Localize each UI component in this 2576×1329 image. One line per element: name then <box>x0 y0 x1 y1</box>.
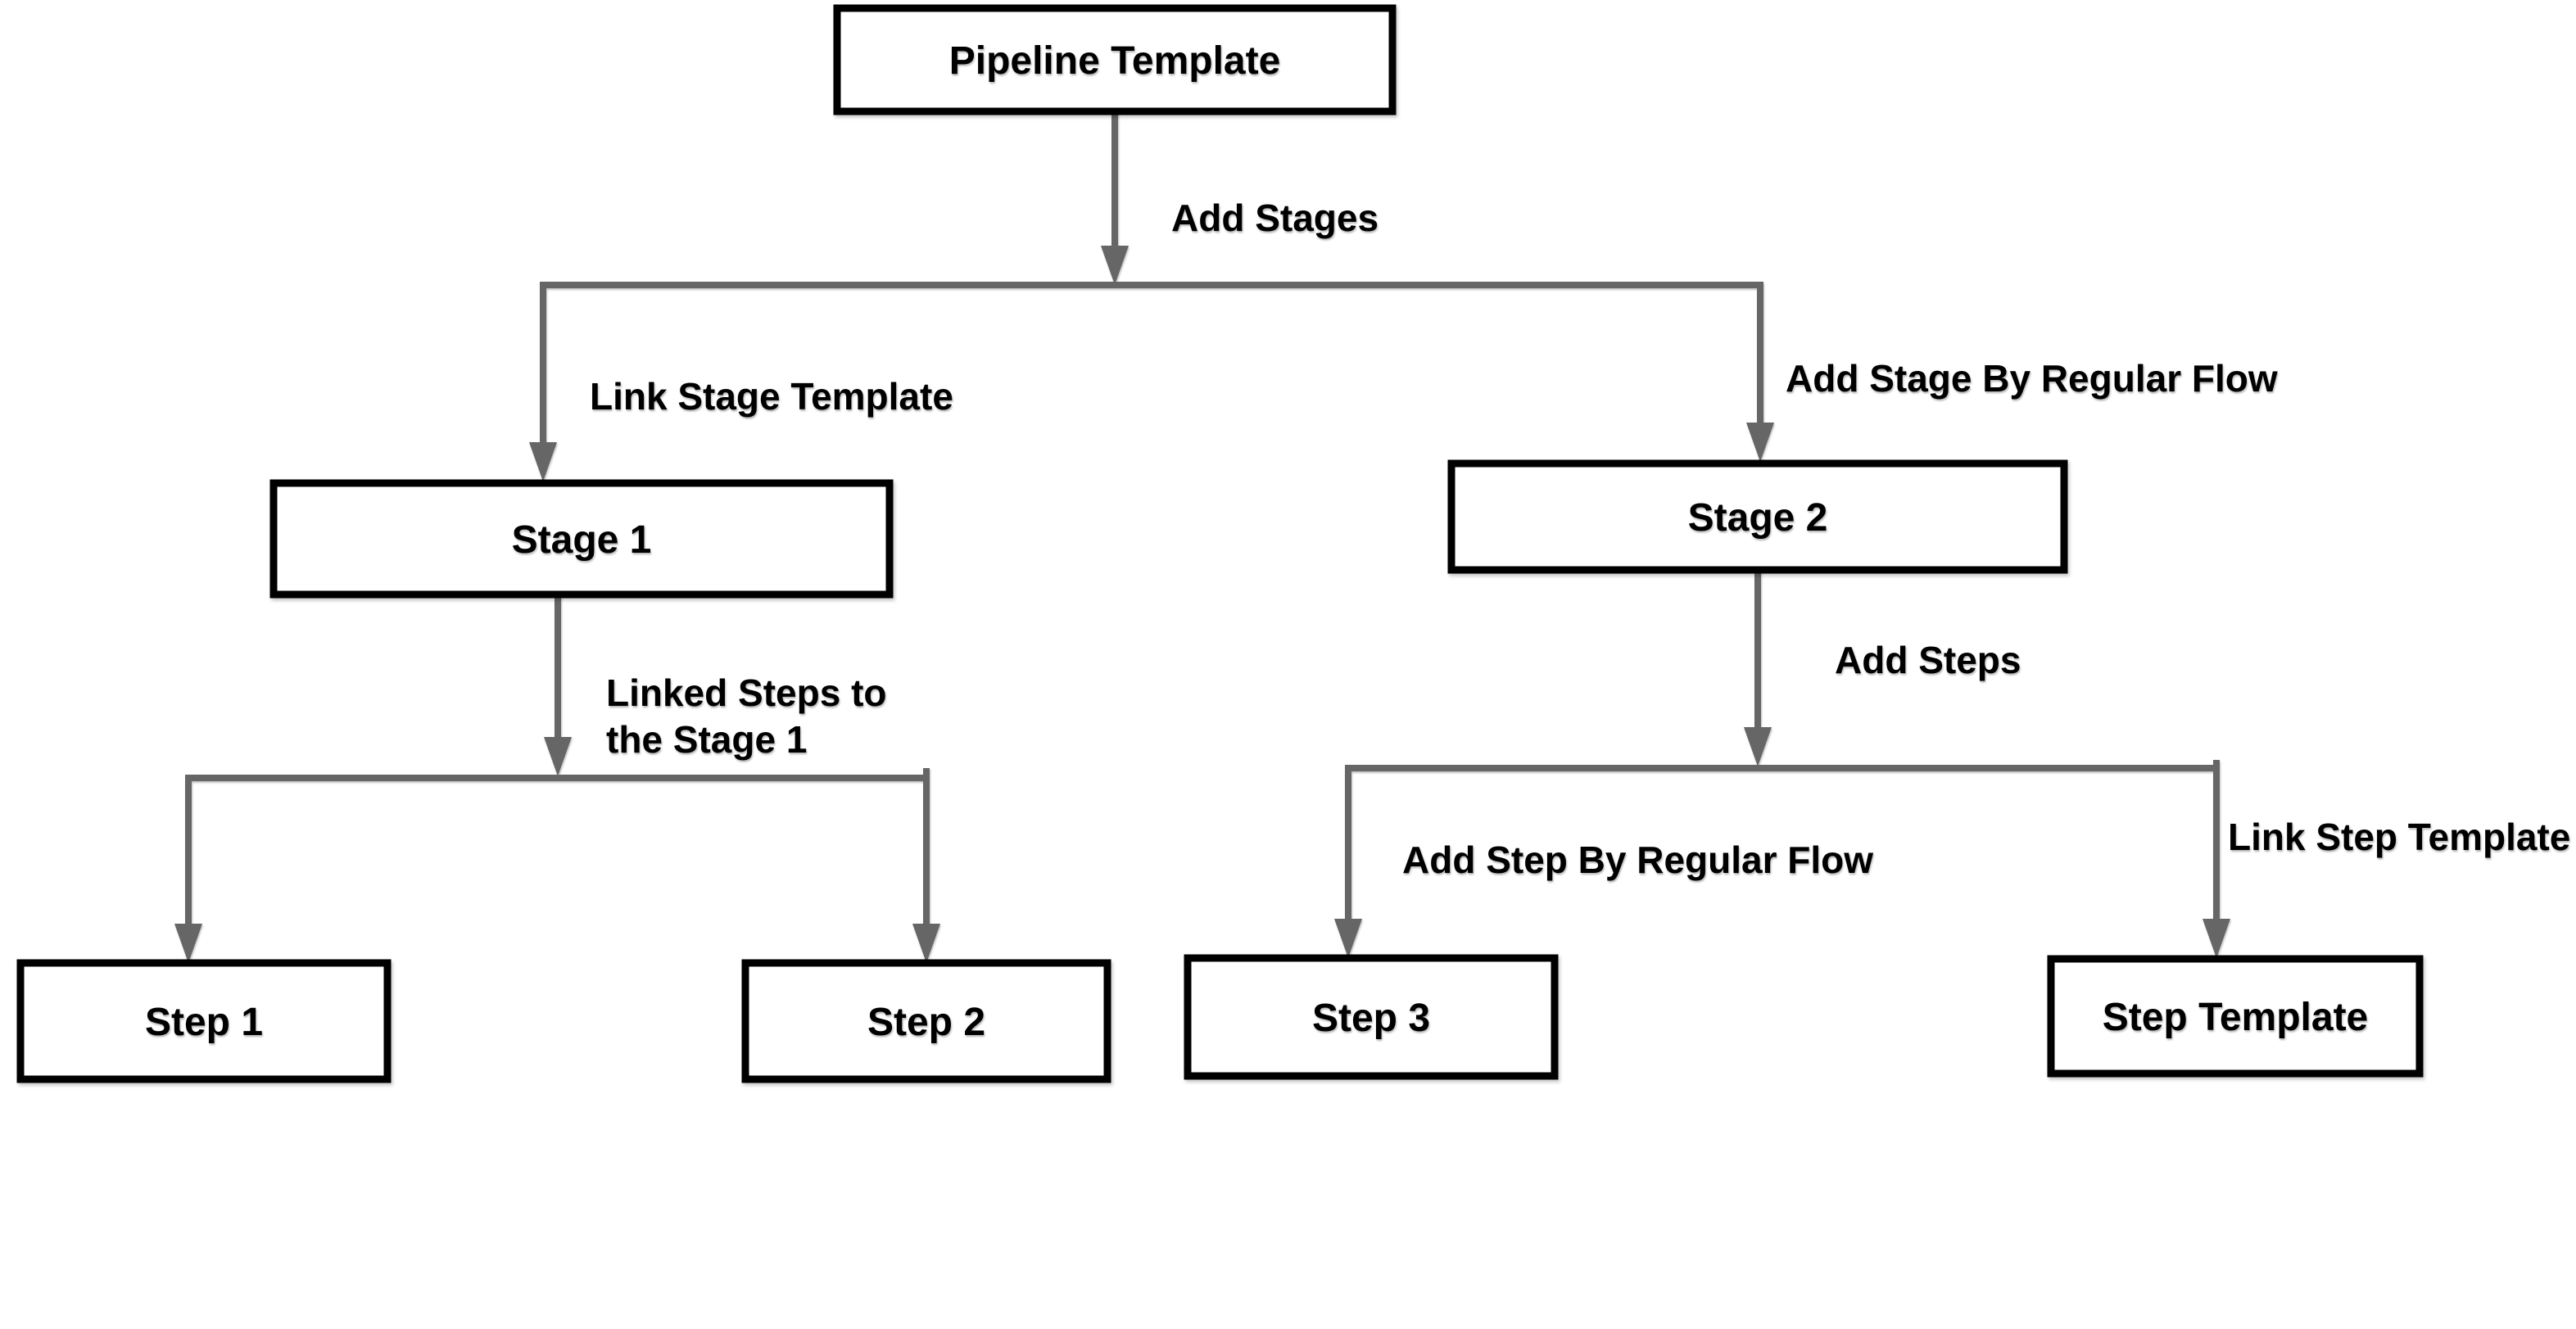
node-stage-2-label: Stage 2 <box>1688 496 1828 540</box>
node-step-1-label: Step 1 <box>145 1001 263 1044</box>
node-pipeline-template: Pipeline Template <box>833 4 1397 115</box>
edge-label-link-stage-template: Link Stage Template <box>590 375 953 418</box>
arrowhead-icon <box>529 442 557 481</box>
arrowhead-icon <box>1746 423 1774 462</box>
edge-labels: Add Stages Link Stage Template Add Stage… <box>590 197 2570 881</box>
node-step-2: Step 2 <box>741 959 1111 1083</box>
node-step-3-label: Step 3 <box>1312 997 1430 1040</box>
edge-label-add-stages: Add Stages <box>1171 197 1379 239</box>
node-step-3: Step 3 <box>1184 954 1559 1080</box>
node-step-template-box <box>2047 955 2424 1078</box>
arrowhead-icon <box>912 924 940 963</box>
edge-label-linked-steps-line2: the Stage 1 <box>606 718 807 761</box>
node-pipeline-template-box <box>833 4 1397 115</box>
arrowhead-icon <box>2203 919 2230 958</box>
node-step-template: Step Template <box>2047 955 2424 1078</box>
node-stage-2-box <box>1447 459 2068 574</box>
edge-label-add-stage-by-regular-flow: Add Stage By Regular Flow <box>1786 357 2278 400</box>
edge-label-link-step-template: Link Step Template <box>2228 816 2570 858</box>
arrowhead-icon <box>1744 727 1772 766</box>
arrowhead-icon <box>174 924 202 963</box>
node-stage-2: Stage 2 <box>1447 459 2068 574</box>
edge-label-add-step-by-regular-flow: Add Step By Regular Flow <box>1402 839 1873 881</box>
edge-label-linked-steps-line1: Linked Steps to <box>606 671 886 714</box>
node-stage-1-box <box>269 479 894 599</box>
node-step-3-box <box>1184 954 1559 1080</box>
node-stage-1-label: Stage 1 <box>512 518 652 562</box>
node-step-1: Step 1 <box>16 959 392 1083</box>
arrowhead-icon <box>1334 919 1362 958</box>
node-step-2-box <box>741 959 1111 1083</box>
node-pipeline-template-label: Pipeline Template <box>949 39 1281 83</box>
node-step-2-label: Step 2 <box>867 1001 985 1044</box>
arrowhead-icon <box>544 737 572 776</box>
connectors <box>174 111 2230 963</box>
node-step-template-label: Step Template <box>2103 996 2369 1039</box>
edge-label-add-steps: Add Steps <box>1835 639 2021 681</box>
nodes: Pipeline Template Stage 1 Stage 2 Step 1… <box>16 4 2424 1083</box>
node-step-1-box <box>16 959 392 1083</box>
arrowhead-icon <box>1101 246 1129 285</box>
node-stage-1: Stage 1 <box>269 479 894 599</box>
